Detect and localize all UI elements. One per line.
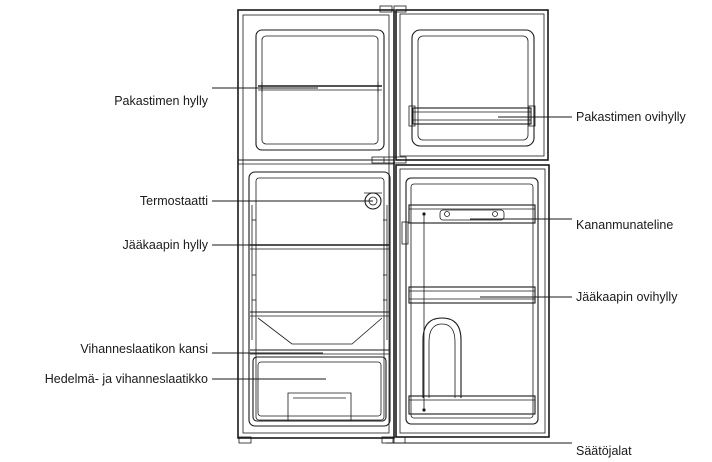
- fridge-door: [395, 164, 550, 438]
- callout-labels: Pakastimen hylly Termostaatti Jääkaapin …: [45, 94, 687, 458]
- fridge-compartment: [248, 171, 391, 427]
- label-egg-tray: Kananmunateline: [576, 218, 673, 232]
- label-crisper-lid: Vihanneslaatikon kansi: [80, 342, 208, 356]
- freezer-shelf: [258, 82, 382, 92]
- freezer-door-shelf: [408, 105, 536, 127]
- refrigerator-doors: [371, 5, 550, 444]
- label-crisper-drawer: Hedelmä- ja vihanneslaatikko: [45, 372, 208, 386]
- label-adjustable-feet: Säätöjalat: [576, 444, 632, 458]
- fridge-shelf: [250, 244, 389, 250]
- freezer-compartment: [255, 29, 385, 151]
- crisper-drawer: [252, 356, 387, 422]
- egg-tray: [408, 204, 536, 224]
- leader-lines: [212, 87, 572, 444]
- crisper-lid: [250, 317, 389, 355]
- label-freezer-door-shelf: Pakastimen ovihylly: [576, 110, 687, 124]
- fridge-door-shelf: [408, 286, 536, 304]
- label-freezer-shelf: Pakastimen hylly: [114, 94, 209, 108]
- label-fridge-shelf: Jääkaapin hylly: [123, 238, 209, 252]
- freezer-door: [393, 5, 549, 161]
- refrigerator-cabinet: [237, 5, 395, 444]
- label-thermostat: Termostaatti: [140, 194, 208, 208]
- label-fridge-door-shelf: Jääkaapin ovihylly: [576, 290, 678, 304]
